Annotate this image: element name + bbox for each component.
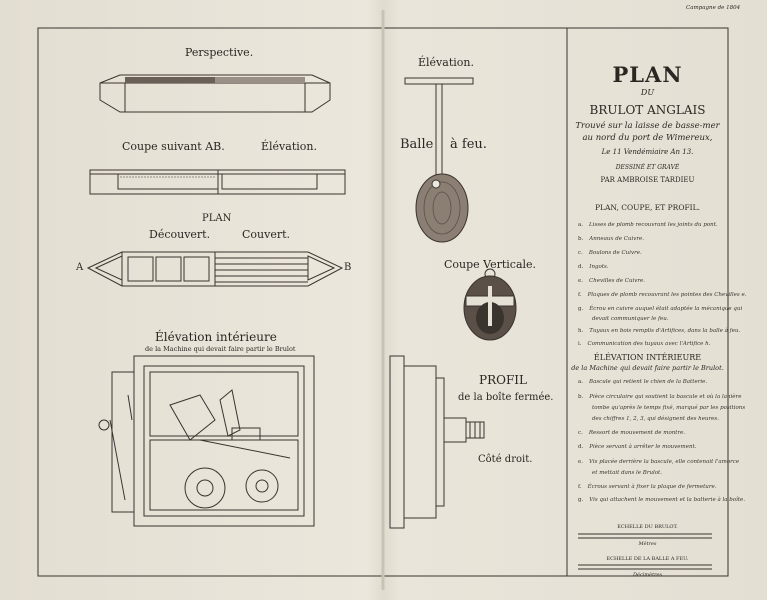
legend1-item: c.Boulons de Cuivre. — [578, 250, 642, 256]
boite-title: de la boîte fermée. — [458, 392, 554, 403]
corner-note: Campagne de 1804 — [686, 5, 741, 11]
perspective-boat — [99, 74, 331, 113]
legend2-item: c.Ressort de mouvement de montre. — [578, 430, 686, 436]
legend1-item: d.Ingots. — [578, 264, 609, 270]
profil-title: PROFIL — [479, 373, 527, 387]
legend2-item: a.Bascule qui retient le chien de la Bat… — [578, 379, 708, 385]
perspective-title: Perspective. — [185, 46, 254, 59]
legend1-item: g.Écrou en cuivre auquel était adaptée l… — [578, 306, 743, 312]
legend2-item: b.Pièce circulaire qui soutient la bascu… — [578, 394, 742, 400]
fire-ball — [404, 77, 474, 243]
label-a: A — [76, 262, 84, 273]
legend2-item: g.Vis qui attachent le mouvement et la b… — [578, 497, 746, 503]
balle-title-a: Balle — [400, 137, 434, 152]
coupe-verticale-title: Coupe Verticale. — [444, 258, 537, 271]
panel-par: PAR AMBROISE TARDIEU — [600, 176, 695, 184]
coupe-ab-title: Coupe suivant AB. — [122, 140, 225, 153]
cote-droit-title: Côté droit. — [478, 454, 533, 465]
clockwork-mechanism — [98, 355, 315, 527]
panel-dessine: DESSINÉ ET GRAVÉ — [615, 164, 680, 171]
legend2-item: et mettait dans le Brulot. — [592, 470, 663, 476]
legend1-item: devait communiquer le feu. — [592, 316, 669, 322]
panel-brulot: BRULOT ANGLAIS — [589, 103, 706, 117]
plan-boat — [86, 251, 344, 287]
legend1-item: a.Lisses de plomb recouvrant les joints … — [578, 222, 718, 228]
decouvert-title: Découvert. — [149, 228, 211, 241]
panel-line2: au nord du port de Wimereux, — [582, 133, 713, 143]
panel-section2-sub: de la Machine qui devait faire partir le… — [571, 364, 724, 372]
elevation-mid-title: Élévation. — [261, 140, 317, 153]
scale-bars — [578, 533, 712, 570]
scale1-unit: Mètres — [638, 541, 657, 547]
scale2-label: ECHELLE DE LA BALLE A FEU. — [606, 556, 689, 562]
scale1-label: ECHELLE DU BRULOT. — [617, 524, 678, 530]
legend2-item: tombe qu'après le temps fixé, marqué par… — [592, 405, 746, 411]
machine-subtitle: de la Machine qui devait faire partir le… — [145, 345, 296, 353]
legend2-item: f.Écrous servant à fixer la plaque de fe… — [578, 484, 717, 490]
box-profile — [389, 355, 485, 529]
label-b: B — [344, 262, 352, 273]
panel-du: DU — [640, 88, 655, 97]
legend2-item: e.Vis placée derrière la bascule, elle c… — [578, 459, 740, 465]
elevation-interieure-title: Élévation intérieure — [155, 330, 277, 344]
legend1-item: i.Communication des tuyaux avec l'Artifi… — [578, 341, 711, 347]
elevation-top-title: Élévation. — [418, 56, 474, 69]
scale2-unit: Décimètres — [633, 572, 662, 578]
legend1-item: b.Anneaux de Cuivre. — [578, 236, 645, 242]
vertical-section — [463, 268, 517, 341]
plan-title: PLAN — [202, 213, 232, 224]
legend2-item: des chiffres 1, 2, 3, qui désignent des … — [592, 416, 719, 422]
panel-section1: PLAN, COUPE, ET PROFIL. — [594, 203, 701, 212]
panel-plan: PLAN — [612, 62, 683, 87]
legend1-item: h.Tuyaux en bois remplis d'Artifices, da… — [578, 328, 741, 334]
panel-date: Le 11 Vendémiaire An 13. — [601, 148, 694, 156]
coupe-ab-section — [89, 169, 346, 195]
panel-line1: Trouvé sur la laisse de basse-mer — [575, 121, 720, 131]
balle-title-b: à feu. — [450, 137, 487, 152]
panel-section2: ÉLÉVATION INTÉRIEURE — [593, 353, 702, 362]
legend1-item: f.Plaques de plomb recouvrant les pointe… — [578, 292, 747, 298]
couvert-title: Couvert. — [242, 228, 291, 241]
legend1-item: e.Chevilles de Cuivre. — [578, 278, 646, 284]
legend2-item: d.Pièce servant à arrêter le mouvement. — [578, 444, 697, 450]
